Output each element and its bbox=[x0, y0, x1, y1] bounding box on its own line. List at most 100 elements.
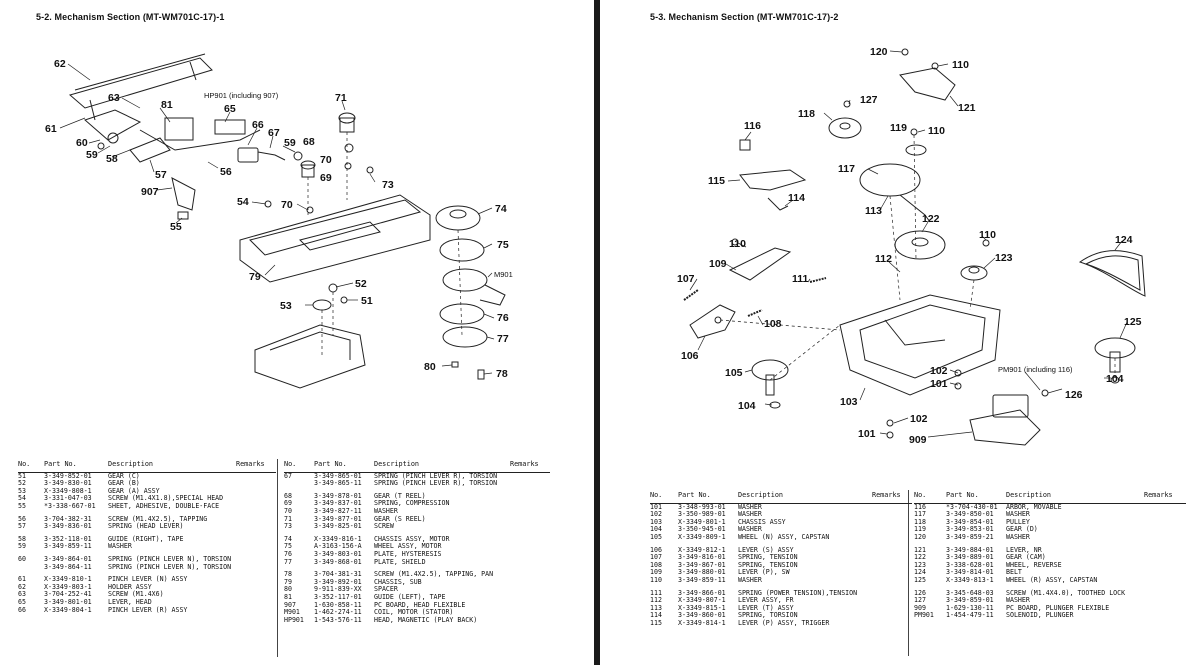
part-remarks bbox=[510, 516, 550, 524]
callout-53: 53 bbox=[280, 300, 292, 312]
part-description: GEAR (S REEL) bbox=[374, 514, 426, 523]
callout-102b: 102 bbox=[910, 413, 928, 425]
part-remarks bbox=[510, 594, 550, 602]
callout-102a: 102 bbox=[930, 365, 948, 377]
part-number-index: 73 bbox=[284, 522, 292, 531]
part-number: 9-911-839-XX bbox=[314, 585, 362, 594]
part-description: WHEEL (R) ASSY, CAPSTAN bbox=[1006, 575, 1098, 584]
part-description: SOLENOID, PLUNGER bbox=[1006, 611, 1074, 620]
callout-54: 54 bbox=[237, 196, 249, 208]
part-number: X-3349-813-1 bbox=[946, 575, 994, 584]
part-remarks bbox=[236, 564, 276, 572]
part-description: SCREW bbox=[374, 522, 394, 531]
part-number: X-3349-809-1 bbox=[678, 532, 726, 541]
callout-70a: 70 bbox=[320, 154, 332, 166]
part-description: WASHER bbox=[738, 575, 762, 584]
part-number-index: 81 bbox=[284, 592, 292, 601]
part-remarks bbox=[236, 551, 276, 564]
part-number-index: 75 bbox=[284, 542, 292, 551]
part-remarks bbox=[236, 472, 276, 480]
part-description: COIL, MOTOR (STATOR) bbox=[374, 608, 454, 617]
part-number: 3-349-865-11 bbox=[314, 479, 362, 488]
part-description: LEVER ASSY, FR bbox=[738, 596, 794, 605]
part-number: 1-629-130-11 bbox=[946, 603, 994, 612]
part-remarks bbox=[236, 511, 276, 524]
callout-909: 909 bbox=[909, 434, 927, 446]
part-remarks bbox=[1144, 577, 1186, 585]
header-no: No. bbox=[650, 491, 678, 504]
part-remarks bbox=[1144, 554, 1186, 562]
part-description: GUIDE (LEFT), TAPE bbox=[374, 592, 446, 601]
part-description: SPRING (HEAD LEVER) bbox=[108, 522, 184, 531]
callout-110b: 110 bbox=[928, 125, 945, 137]
part-number-index: 55 bbox=[18, 501, 26, 510]
part-description: PINCH LEVER (R) ASSY bbox=[108, 605, 188, 614]
part-description: GUIDE (RIGHT), TAPE bbox=[108, 534, 184, 543]
callout-110a: 110 bbox=[952, 59, 969, 71]
part-number: 3-349-859-01 bbox=[946, 596, 994, 605]
part-number: 3-349-803-01 bbox=[314, 549, 362, 558]
part-number-index: 52 bbox=[18, 479, 26, 488]
header-no: No. bbox=[914, 491, 946, 504]
part-number-index: 80 bbox=[284, 585, 292, 594]
part-number-index: 127 bbox=[914, 596, 926, 605]
part-number-index: 909 bbox=[914, 603, 926, 612]
part-remarks bbox=[236, 523, 276, 531]
part-number: X-3349-808-1 bbox=[44, 486, 92, 495]
part-remarks bbox=[872, 605, 912, 613]
callout-66: 66 bbox=[252, 119, 264, 131]
part-remarks bbox=[510, 579, 550, 587]
part-description: CHASSIS ASSY, MOTOR bbox=[374, 534, 450, 543]
callout-55: 55 bbox=[170, 221, 182, 233]
part-description: PULLEY bbox=[1006, 517, 1030, 526]
part-description: SCREW (M1.4X1.8),SPECIAL HEAD bbox=[108, 494, 224, 503]
parts-table-right-b: No. Part No. Description Remarks 116*3-7… bbox=[914, 491, 1186, 620]
header-part-no: Part No. bbox=[44, 460, 108, 473]
callout-101b: 101 bbox=[858, 428, 876, 440]
part-number-index: 102 bbox=[650, 510, 662, 519]
part-description: GEAR (B) bbox=[108, 479, 140, 488]
callout-67: 67 bbox=[268, 127, 280, 139]
part-description: HOLDER ASSY bbox=[108, 582, 152, 591]
part-number-index: 123 bbox=[914, 560, 926, 569]
right-section-title: 5-3. Mechanism Section (MT-WM701C-17)-2 bbox=[650, 12, 839, 22]
part-number-index: 69 bbox=[284, 499, 292, 508]
callout-52: 52 bbox=[355, 278, 367, 290]
callout-60: 60 bbox=[76, 137, 88, 149]
part-number: 3-350-945-01 bbox=[678, 525, 726, 534]
part-remarks bbox=[236, 531, 276, 544]
callout-121: 121 bbox=[958, 102, 976, 114]
part-description: LEVER, NR bbox=[1006, 545, 1042, 554]
part-number: 3-349-814-01 bbox=[946, 568, 994, 577]
part-number: 3-349-859-11 bbox=[678, 575, 726, 584]
part-remarks bbox=[510, 488, 550, 501]
part-description: LEVER (S) ASSY bbox=[738, 545, 794, 554]
part-description: WASHER bbox=[108, 542, 132, 551]
part-remarks bbox=[510, 609, 550, 617]
header-part-no: Part No. bbox=[946, 491, 1006, 504]
part-number-index: 67 bbox=[284, 471, 292, 480]
part-number: 1-454-479-11 bbox=[946, 611, 994, 620]
callout-59a: 59 bbox=[86, 149, 98, 161]
part-number-index: 74 bbox=[284, 534, 292, 543]
part-number-index: 62 bbox=[18, 582, 26, 591]
header-remarks: Remarks bbox=[510, 460, 550, 473]
part-description: SCREW (M1.4X4.0), TOOTHED LOCK bbox=[1006, 588, 1126, 597]
part-number-index: 116 bbox=[914, 502, 926, 511]
callout-110d: 110 bbox=[729, 238, 746, 250]
